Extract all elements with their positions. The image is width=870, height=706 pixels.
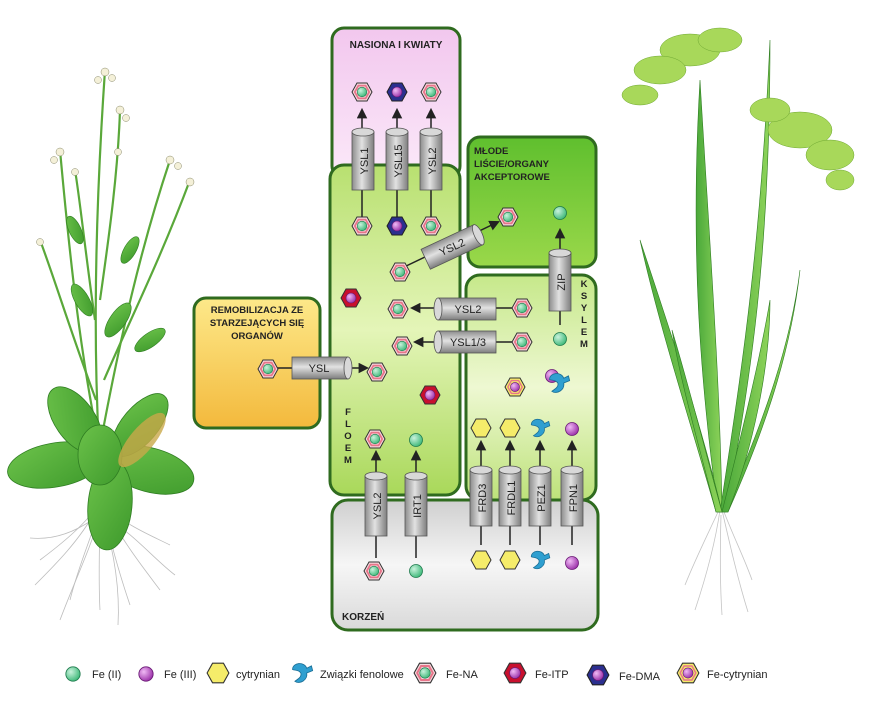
fe-citrate-molecule: [504, 377, 526, 397]
citrate-molecule: [499, 418, 521, 438]
legend: Fe (II) Fe (III) cytrynian Związki fenol…: [65, 662, 768, 686]
ysl13-label: YSL1/3: [450, 337, 486, 349]
pez1-label: PEZ1: [536, 484, 548, 512]
legend-fe-dma-icon: [586, 664, 610, 686]
phloem-letter: O: [344, 431, 351, 442]
young-leaves-label-line2: LIŚCIE/ORGANY: [474, 158, 550, 170]
fe-na-molecule: [420, 216, 442, 236]
fe-na-molecule: [497, 207, 519, 227]
citrate-molecule: [470, 418, 492, 438]
root-compartment: [330, 498, 600, 632]
legend-fe-citrate-icon: [676, 662, 700, 684]
legend-fe3-icon: [138, 666, 154, 682]
remob-label-line3: ORGANÓW: [231, 330, 283, 342]
fe-na-molecule: [366, 362, 388, 382]
xylem-letter: K: [581, 279, 588, 290]
young-leaves-label-line1: MŁODE: [474, 146, 508, 157]
legend-phenolic-icon: [292, 663, 314, 683]
transporter-ysl15: YSL15: [385, 127, 409, 191]
transporter-frd3: FRD3: [469, 465, 493, 527]
legend-fe-na-label: Fe-NA: [446, 669, 478, 681]
legend-fe-itp-icon: [503, 662, 527, 684]
fe3-ion: [565, 556, 579, 570]
xylem-vertical-label: K S Y L E M: [580, 279, 588, 350]
phloem-letter: L: [345, 419, 351, 430]
phloem-letter: M: [344, 455, 352, 466]
xylem-letter: S: [581, 291, 587, 302]
xylem-letter: L: [581, 315, 587, 326]
phloem-vertical-label: F L O E M: [344, 407, 352, 466]
phloem-letter: E: [345, 443, 351, 454]
fe-na-molecule: [387, 299, 409, 319]
fe-itp-molecule: [340, 288, 362, 308]
transporter-frdl1: FRDL1: [498, 465, 522, 527]
fe-dma-molecule: [386, 82, 408, 102]
rice-plant-illustration: [621, 27, 855, 616]
citrate-molecule: [470, 550, 492, 570]
legend-phenolic-label: Związki fenolowe: [320, 669, 404, 681]
fe2-ion: [409, 433, 423, 447]
phloem-letter: F: [345, 407, 351, 418]
young-leaves-label-line3: AKCEPTOROWE: [474, 172, 550, 183]
fe-na-molecule: [420, 82, 442, 102]
transporter-ysl2-root: YSL2: [364, 471, 388, 537]
legend-fe-citrate-label: Fe-cytrynian: [707, 669, 768, 681]
fe-na-molecule: [391, 336, 413, 356]
ysl2-root-label: YSL2: [372, 493, 384, 520]
fe-na-molecule: [389, 262, 411, 282]
transporter-ysl2-diagonal: YSL2: [420, 224, 485, 270]
legend-fe-itp-label: Fe-ITP: [535, 669, 569, 681]
ysl15-label: YSL15: [393, 144, 405, 177]
transporter-irt1: IRT1: [404, 471, 428, 537]
legend-citrate-label: cytrynian: [236, 669, 280, 681]
transporter-ysl2-top: YSL2: [419, 127, 443, 191]
legend-citrate-icon: [206, 662, 230, 684]
ysl-remob-label: YSL: [309, 363, 330, 375]
frd3-label: FRD3: [477, 484, 489, 513]
transporter-ysl-remob: YSL: [291, 356, 353, 380]
fe2-ion: [409, 564, 423, 578]
fe3-ion: [565, 422, 579, 436]
transporter-ysl13: YSL1/3: [433, 330, 497, 354]
root-label: KORZEŃ: [342, 610, 384, 623]
fe-dma-molecule: [386, 216, 408, 236]
xylem-letter: Y: [581, 303, 588, 314]
xylem-letter: M: [580, 339, 588, 350]
remob-label-line2: STARZEJĄCYCH SIĘ: [210, 318, 304, 329]
arabidopsis-plant-illustration: [7, 67, 195, 626]
citrate-molecule: [499, 550, 521, 570]
seeds-label: NASIONA I KWIATY: [350, 40, 443, 51]
transporter-fpn1: FPN1: [560, 465, 584, 527]
legend-fe2-icon: [65, 666, 81, 682]
legend-fe3-label: Fe (III): [164, 669, 196, 681]
fe2-ion: [553, 332, 567, 346]
transporter-zip: ZIP: [548, 248, 572, 312]
legend-fe2-label: Fe (II): [92, 669, 121, 681]
transporter-ysl2-mid: YSL2: [433, 297, 497, 321]
transporter-ysl1: YSL1: [351, 127, 375, 191]
legend-fe-na-icon: [413, 662, 437, 684]
fe-na-molecule: [363, 561, 385, 581]
irt1-label: IRT1: [412, 494, 424, 518]
fe-na-molecule: [511, 298, 533, 318]
fe2-ion: [553, 206, 567, 220]
fe-na-molecule: [351, 216, 373, 236]
xylem-letter: E: [581, 327, 587, 338]
legend-fe-dma-label: Fe-DMA: [619, 671, 661, 683]
fe-na-molecule: [351, 82, 373, 102]
ysl2-top-label: YSL2: [427, 148, 439, 175]
ysl1-label: YSL1: [359, 148, 371, 175]
ysl2-mid-label: YSL2: [455, 304, 482, 316]
remob-label-line1: REMOBILIZACJA ZE: [211, 305, 304, 316]
frdl1-label: FRDL1: [506, 481, 518, 516]
zip-label: ZIP: [556, 273, 568, 290]
fpn1-label: FPN1: [568, 484, 580, 512]
fe-na-molecule: [511, 332, 533, 352]
fe-na-molecule: [364, 429, 386, 449]
transporter-pez1: PEZ1: [528, 465, 552, 527]
fe-na-molecule: [257, 359, 279, 379]
fe-itp-molecule: [419, 385, 441, 405]
